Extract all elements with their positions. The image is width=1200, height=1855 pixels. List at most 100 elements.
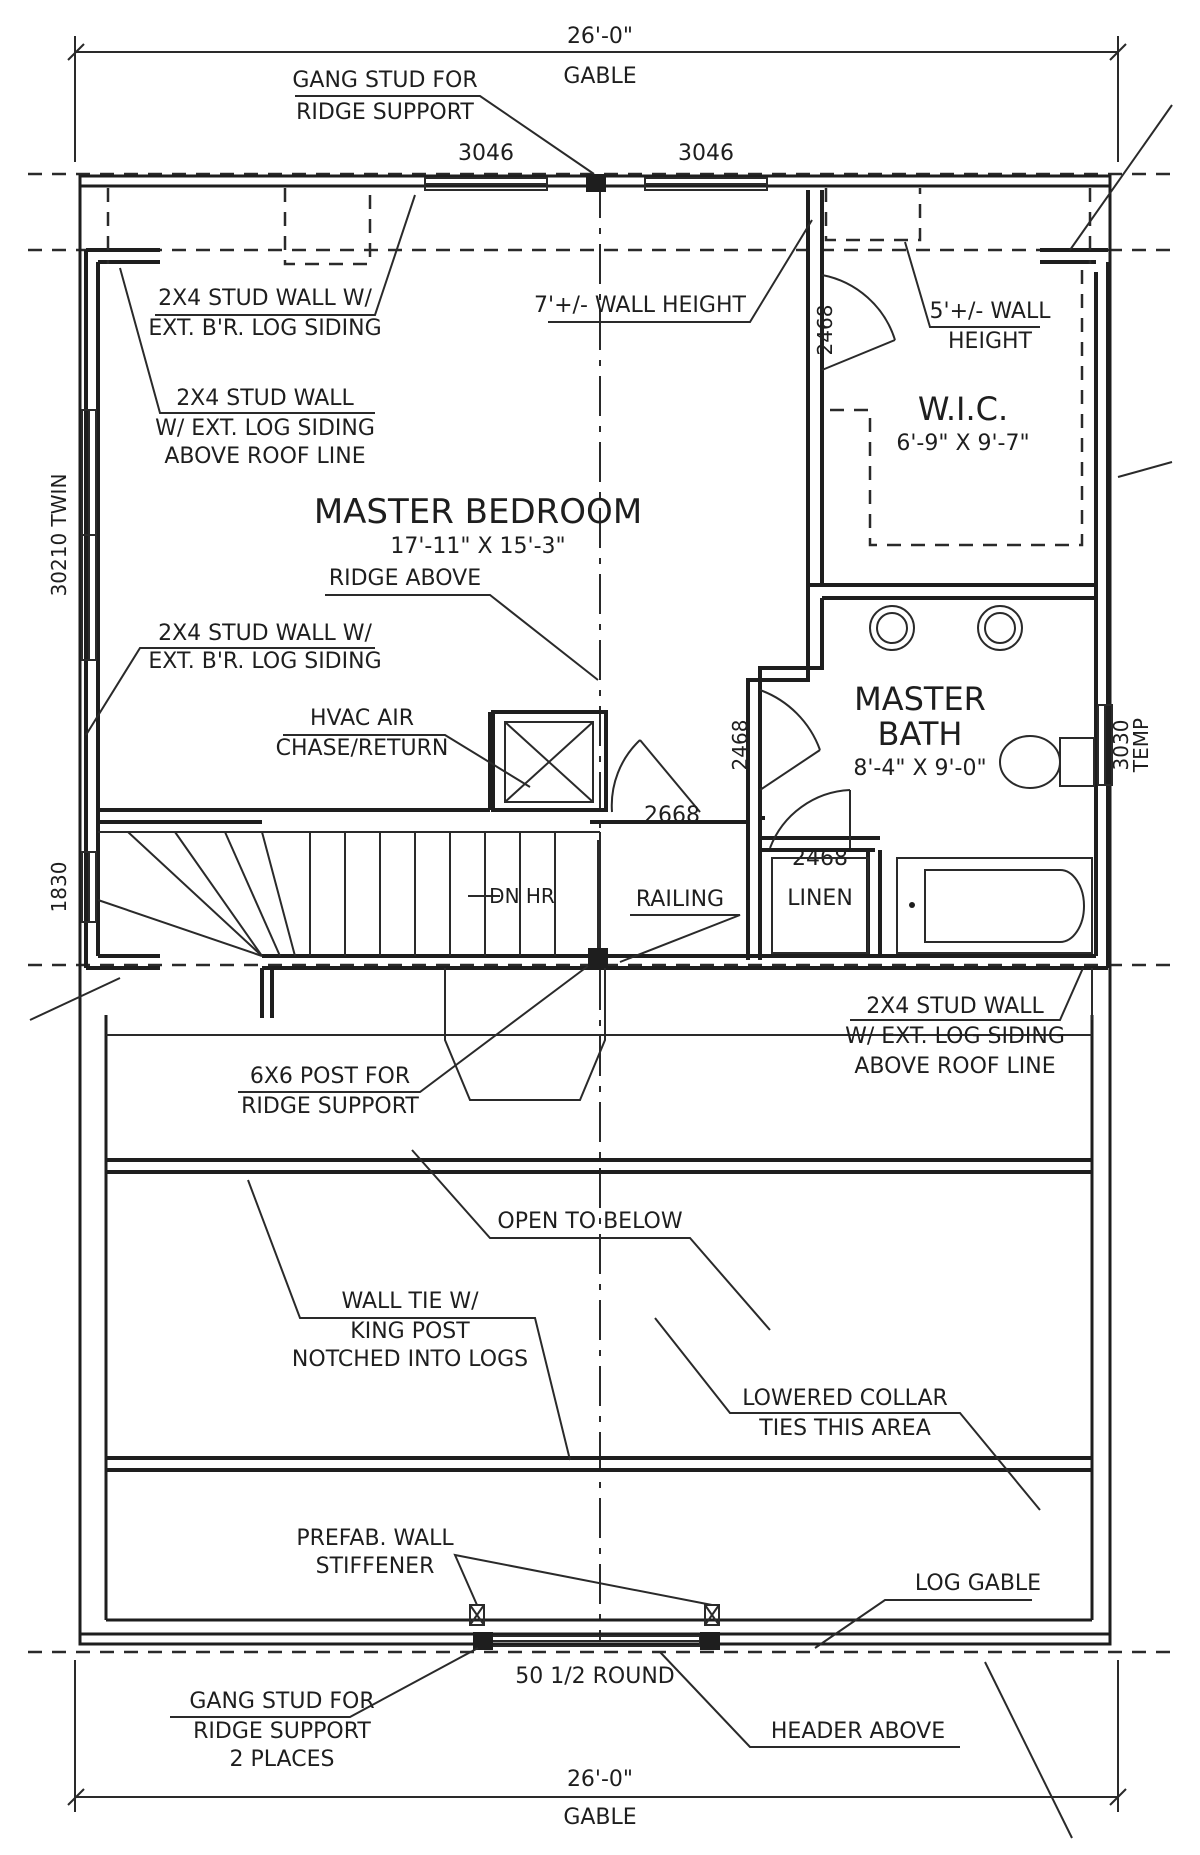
note-hvac-2: CHASE/RETURN [276,736,449,761]
note-post-1: 6X6 POST FOR [250,1064,410,1089]
top-dimension-line [67,36,1127,162]
hvac-chase [491,710,608,812]
door-wic-label: 2468 [813,305,837,356]
top-gable-label: GABLE [563,64,636,89]
door-bath [758,689,821,791]
leader-stud-wall-a [155,194,416,316]
note-wall-tie-2: KING POST [350,1319,470,1344]
window-right-temp-label-1: 3030 [1109,720,1133,771]
note-stud-wall-b-1: 2X4 STUD WALL [176,386,354,411]
door-wic [820,274,896,371]
window-top-left-label: 3046 [458,141,514,166]
bottom-dimension-line [67,1660,1127,1812]
bath-sinks [869,605,1023,651]
leader-bottom-right-edge [984,1661,1073,1839]
door-hall-label: 2668 [644,803,700,828]
leader-left-stair [29,977,121,1021]
note-stud-wall-d-3: ABOVE ROOF LINE [854,1054,1055,1079]
wic-dashed-outline [830,262,1084,547]
exterior-walls [78,174,1112,1646]
interior-walls [98,190,1096,1018]
window-top-right [644,177,768,191]
window-bottom-round-label: 50 1/2 ROUND [515,1664,675,1689]
leader-gang-stud-top [295,95,595,175]
leader-wall-tie [247,1179,571,1461]
window-left-twin [81,409,97,661]
note-stud-wall-d-2: W/ EXT. LOG SIDING [845,1024,1065,1049]
note-gang-stud-bottom-2: RIDGE SUPPORT [193,1719,371,1744]
door-linen [769,789,851,849]
leader-post [238,965,589,1093]
leader-wall-height-7 [548,219,813,323]
bottom-width-dimension: 26'-0" [567,1767,633,1792]
note-ridge-above: RIDGE ABOVE [329,566,481,591]
note-stud-wall-c-1: 2X4 STUD WALL W/ [158,621,372,646]
leader-stud-wall-d [850,967,1084,1021]
note-open-below: OPEN TO BELOW [497,1209,682,1234]
leader-top-right-edge [1069,104,1173,251]
wic-size: 6'-9" X 9'-7" [896,431,1029,456]
master-bath-name-2: BATH [878,715,963,753]
post-6x6 [588,948,608,968]
leader-wall-height-5 [904,241,1040,328]
note-collar-1: LOWERED COLLAR [742,1386,948,1411]
leader-ridge-above [325,594,599,681]
note-wall-tie-3: NOTCHED INTO LOGS [292,1347,528,1372]
note-railing: RAILING [636,887,724,912]
leader-header-above [659,1651,960,1748]
note-stud-wall-a-1: 2X4 STUD WALL W/ [158,286,372,311]
linen-label: LINEN [787,886,853,911]
top-width-dimension: 26'-0" [567,24,633,49]
top-dormer-dashes [106,188,1092,266]
note-log-gable: LOG GABLE [915,1571,1041,1596]
linen-shelf [771,857,869,954]
leader-railing [619,914,741,963]
leader-gang-stud-bottom [170,1647,479,1718]
note-post-2: RIDGE SUPPORT [241,1094,419,1119]
stair-dn-label: DN HR [489,884,555,908]
note-hvac-1: HVAC AIR [310,706,414,731]
stair-below-outline [444,968,606,1101]
master-bedroom-size: 17'-11" X 15'-3" [390,534,565,559]
door-hall [610,739,701,813]
master-bedroom-name: MASTER BEDROOM [314,492,642,532]
leader-collar [654,1317,1041,1511]
master-bath-name-1: MASTER [854,680,986,718]
window-right-temp-label-2: TEMP [1129,718,1153,773]
note-stud-wall-b-3: ABOVE ROOF LINE [164,444,365,469]
window-left-small-label: 1830 [47,862,71,913]
wall-stiffeners [469,1604,720,1626]
window-top-left [424,177,548,191]
leader-stud-wall-c [85,647,375,736]
note-stud-wall-b-2: W/ EXT. LOG SIDING [155,416,375,441]
window-right-temp [1097,704,1113,786]
bathtub [896,857,1093,954]
leader-stud-wall-b [119,267,375,414]
note-header-above: HEADER ABOVE [771,1719,945,1744]
master-bath-size: 8'-4" X 9'-0" [853,756,986,781]
note-wall-height-7: 7'+/- WALL HEIGHT [534,293,746,318]
note-gang-stud-top-2: RIDGE SUPPORT [296,100,474,125]
note-wall-height-5-1: 5'+/- WALL [930,299,1052,324]
open-area-lines [106,968,1093,1472]
gang-stud-bottom-right [700,1632,720,1650]
leader-stiffener [453,1553,713,1606]
note-gang-stud-bottom-1: GANG STUD FOR [189,1689,374,1714]
note-stiffener-2: STIFFENER [316,1554,435,1579]
note-stud-wall-c-2: EXT. B'R. LOG SIDING [148,649,381,674]
bottom-gable-label: GABLE [563,1805,636,1830]
note-gang-stud-top-1: GANG STUD FOR [292,68,477,93]
leader-hvac [283,734,531,788]
note-stud-wall-a-2: EXT. B'R. LOG SIDING [148,316,381,341]
note-wall-tie-1: WALL TIE W/ [341,1289,479,1314]
note-collar-2: TIES THIS AREA [758,1416,931,1441]
toilet [999,735,1095,789]
gang-stud-top [586,174,606,192]
door-bath-label: 2468 [728,720,752,771]
window-top-right-label: 3046 [678,141,734,166]
window-left-small [81,851,97,923]
note-wall-height-5-2: HEIGHT [948,329,1033,354]
stair [97,831,601,957]
leader-open-below [411,1149,771,1331]
